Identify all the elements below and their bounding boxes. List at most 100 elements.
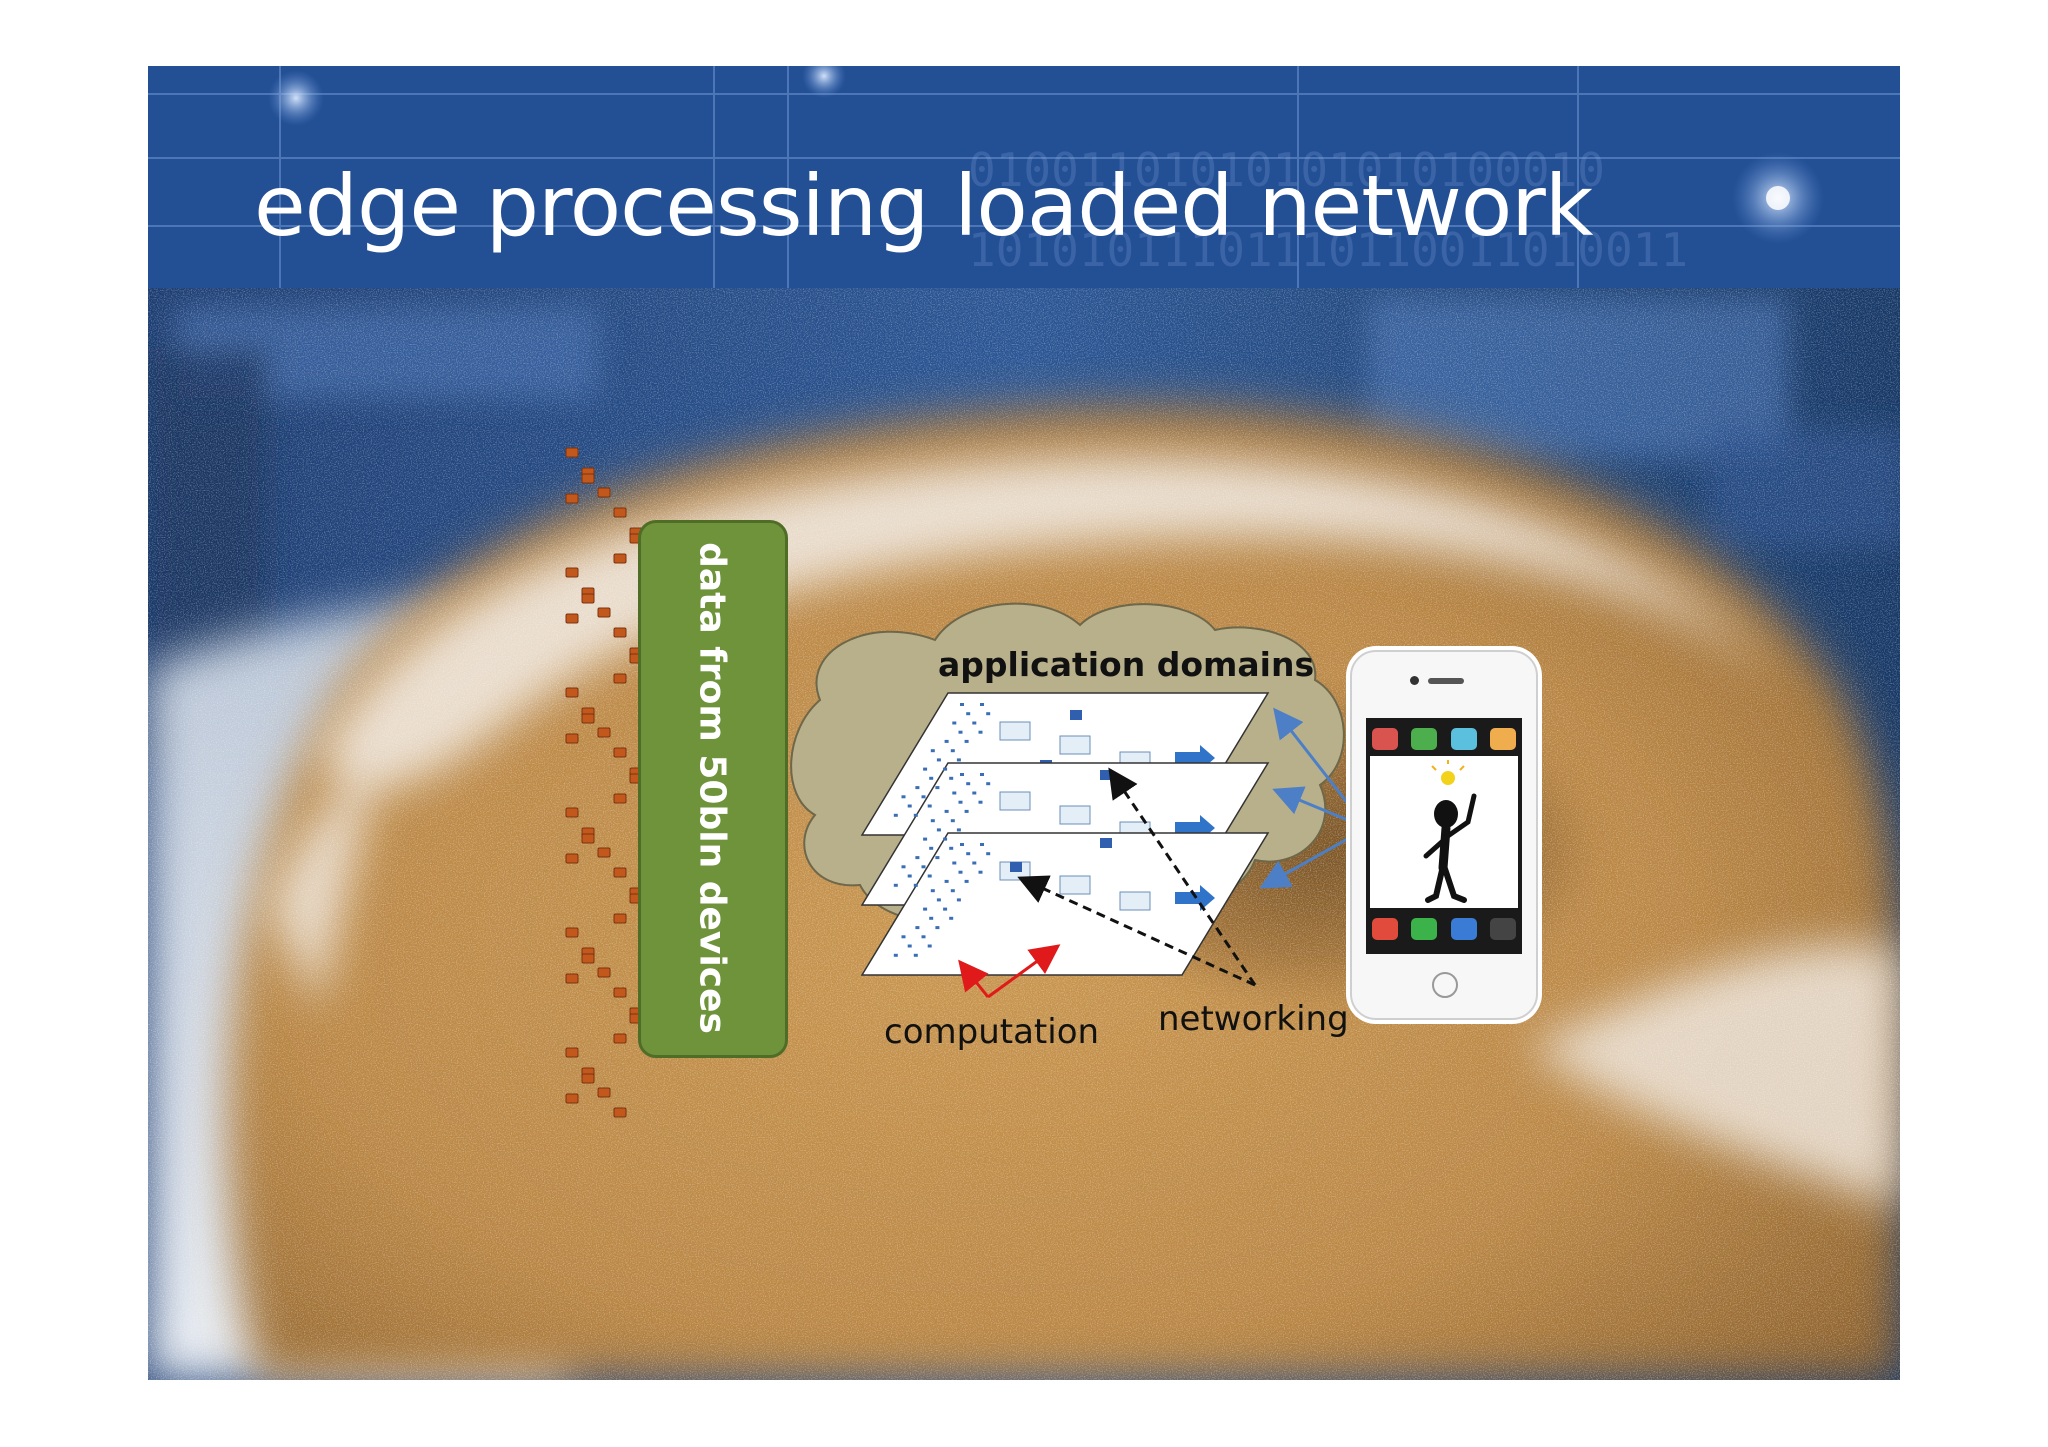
data-point (944, 739, 949, 743)
device-icon (565, 1093, 579, 1104)
data-point (915, 926, 920, 930)
data-point (907, 874, 912, 878)
data-point (935, 856, 940, 860)
data-point (901, 935, 906, 939)
data-point (952, 861, 957, 865)
app-dock (1372, 918, 1516, 940)
device-icon (565, 493, 579, 504)
data-point (956, 828, 961, 832)
data-point (930, 749, 935, 753)
data-point (978, 870, 983, 874)
data-point (972, 721, 977, 725)
data-point (986, 782, 991, 786)
data-point (893, 953, 898, 957)
device-icon (581, 833, 595, 844)
data-point (956, 758, 961, 762)
data-point (927, 804, 932, 808)
device-icon (565, 927, 579, 938)
data-point (960, 843, 964, 846)
device-icon (597, 967, 611, 978)
data-point (929, 846, 934, 850)
phone-speaker (1428, 678, 1464, 684)
data-point (958, 730, 963, 734)
phone-camera (1410, 676, 1419, 685)
data-point (935, 926, 940, 930)
app-icons-top (1372, 728, 1516, 750)
data-point (958, 800, 963, 804)
data-point (950, 889, 955, 893)
device-icon (613, 867, 627, 878)
data-point (893, 883, 898, 887)
data-source-label: data from 50bln devices (691, 542, 733, 1034)
smartphone-icon (1350, 650, 1538, 1020)
device-icon (613, 627, 627, 638)
device-icon (597, 1087, 611, 1098)
data-point (944, 809, 949, 813)
data-point (921, 935, 926, 939)
svg-text:10101011101110110011010011: 10101011101110110011010011 (968, 223, 1688, 277)
data-point (927, 944, 932, 948)
device-icon (613, 1107, 627, 1118)
lightbulb-icon (1441, 771, 1455, 785)
application-domain-layers (860, 692, 1270, 976)
circuit-background: 01001101010101010100010 1010101110111011… (148, 66, 1900, 288)
data-point (943, 837, 948, 841)
data-point (907, 944, 912, 948)
data-point (980, 843, 984, 846)
device-icon (597, 607, 611, 618)
phone-home-button (1432, 972, 1458, 998)
computation-arrows (958, 944, 1061, 999)
device-icon (597, 727, 611, 738)
device-icon (565, 973, 579, 984)
data-point (901, 795, 906, 799)
data-point (913, 813, 918, 817)
data-point (893, 813, 898, 817)
device-icon (613, 553, 627, 564)
data-point (966, 852, 971, 856)
device-icon (613, 673, 627, 684)
computation-label: computation (884, 1012, 1100, 1052)
data-point (943, 907, 948, 911)
data-point (923, 907, 928, 911)
device-icon (597, 847, 611, 858)
device-icon (565, 567, 579, 578)
data-point (950, 749, 955, 753)
data-point (958, 870, 963, 874)
data-point (936, 758, 941, 762)
data-point (978, 800, 983, 804)
data-point (930, 889, 935, 893)
data-point (972, 861, 977, 865)
data-point (950, 819, 955, 823)
data-point (952, 721, 957, 725)
data-source-box (638, 520, 788, 1058)
device-icon (565, 1047, 579, 1058)
data-point (907, 804, 912, 808)
data-points (893, 703, 991, 957)
data-point (980, 773, 984, 776)
data-point (949, 846, 954, 850)
data-point (915, 786, 920, 790)
data-point (935, 786, 940, 790)
data-point (960, 703, 964, 706)
device-icon (581, 473, 595, 484)
device-icon (597, 487, 611, 498)
data-point (978, 730, 983, 734)
data-point (972, 791, 977, 795)
device-icon (613, 747, 627, 758)
device-icon (565, 853, 579, 864)
data-point (966, 782, 971, 786)
data-point (929, 916, 934, 920)
stick-figure-icon (1423, 760, 1477, 903)
data-point (921, 865, 926, 869)
device-icon (581, 1073, 595, 1084)
data-point (964, 879, 969, 883)
networking-arrows (1017, 767, 1257, 987)
data-point (986, 852, 991, 856)
slide-title: edge processing loaded network (254, 157, 1593, 255)
device-icon (565, 447, 579, 458)
data-point (949, 776, 954, 780)
device-icon (565, 733, 579, 744)
phone-wallpaper (1370, 756, 1518, 908)
data-point (986, 712, 991, 716)
data-point (913, 883, 918, 887)
